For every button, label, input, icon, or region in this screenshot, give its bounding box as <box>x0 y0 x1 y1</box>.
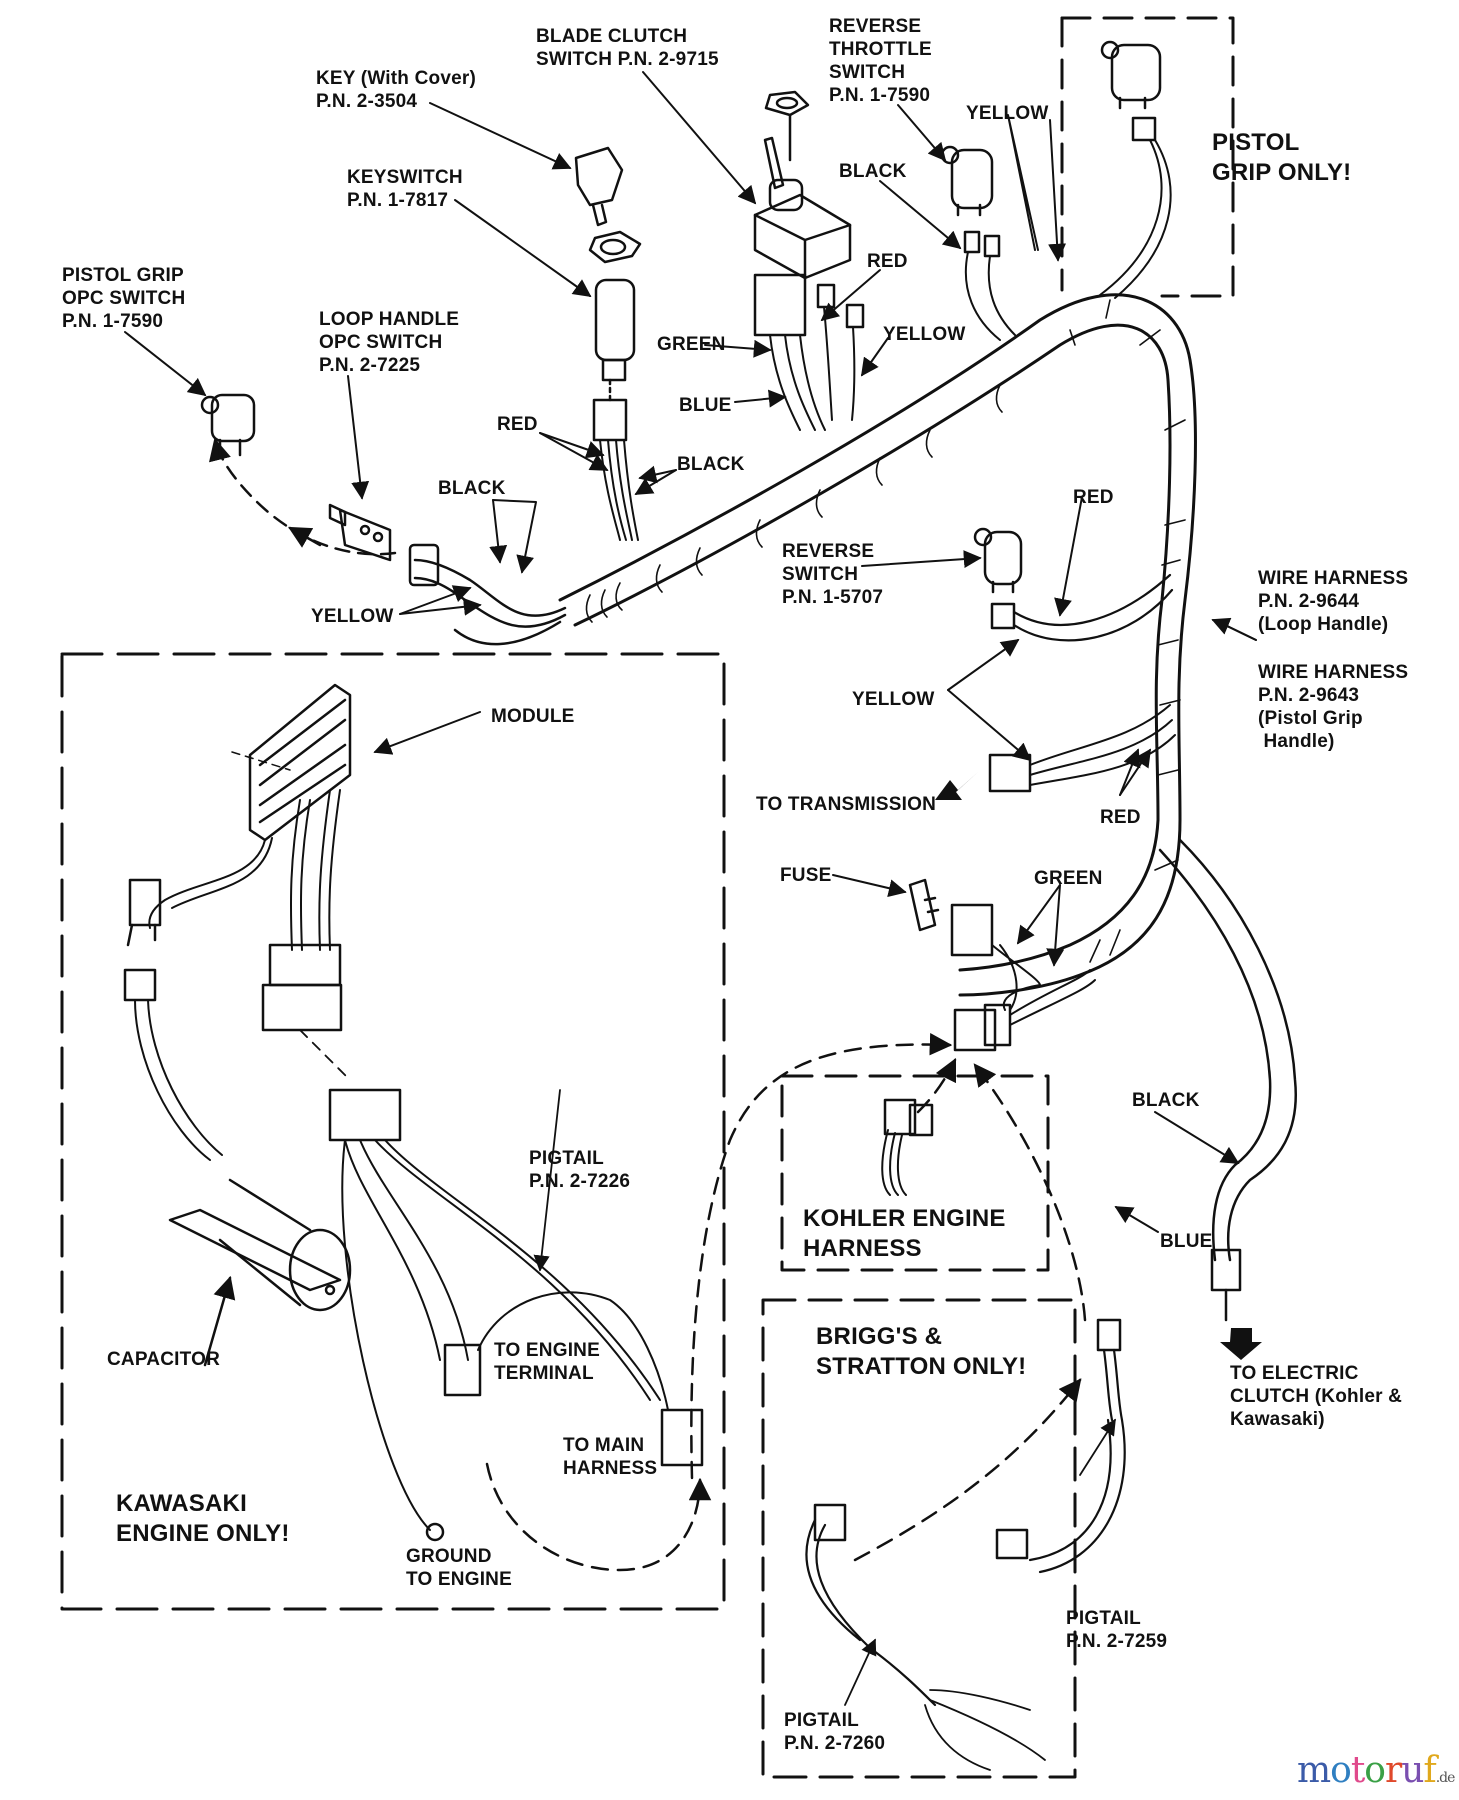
pistol-grip-opc-switch <box>200 393 256 457</box>
yellow-wire-terminal <box>845 303 865 329</box>
watermark-letter: t <box>1350 1750 1366 1791</box>
wire-label-yellow-mid: YELLOW <box>883 324 966 345</box>
wire-label-yellow-left: YELLOW <box>311 606 394 627</box>
wire-label-black-key: BLACK <box>677 454 745 475</box>
callout-leaders <box>124 71 1257 1233</box>
watermark-letter: o <box>1330 1750 1352 1791</box>
kawasaki-box <box>60 652 726 1611</box>
wire-label-red-reverse: RED <box>1073 487 1114 508</box>
blade-clutch-connector <box>753 273 826 431</box>
wire-label-blue-top: BLUE <box>679 395 732 416</box>
loop-handle-connector <box>408 543 440 587</box>
watermark-letter: m <box>1297 1750 1331 1791</box>
watermark-letter: r <box>1384 1750 1402 1791</box>
label-capacitor: CAPACITOR <box>107 1349 220 1370</box>
wire-label-red-transmission: RED <box>1100 807 1141 828</box>
blade-clutch-switch <box>753 90 852 280</box>
fuse-holder <box>950 903 994 957</box>
wire-label-green-top: GREEN <box>657 334 726 355</box>
arrow-left-icon <box>935 772 978 800</box>
wire-label-black-clutch: BLACK <box>1132 1090 1200 1111</box>
label-module: MODULE <box>491 706 575 727</box>
capacitor-plug <box>123 968 157 1002</box>
watermark-letter: o <box>1364 1750 1386 1791</box>
wire-label-yellow-top: YELLOW <box>966 103 1049 124</box>
wire-label-blue-clutch: BLUE <box>1160 1231 1213 1252</box>
to-main-harness-connector <box>660 1408 704 1467</box>
wire-label-green-fuse: GREEN <box>1034 868 1103 889</box>
keyswitch-nut <box>588 230 642 264</box>
watermark-logo: motoruf.de <box>1297 1750 1456 1791</box>
wire-label-red-top: RED <box>867 251 908 272</box>
key <box>574 146 624 227</box>
to-engine-terminal-connector <box>443 1343 482 1397</box>
pigtail-7259-bottom-connector <box>995 1528 1029 1560</box>
pigtail-7259-top-connector <box>1096 1318 1122 1352</box>
pigtail-7226-connector <box>328 1088 402 1142</box>
main-harness <box>558 293 1197 997</box>
reverse-throttle-switch <box>940 145 994 217</box>
label-to-transmission: TO TRANSMISSION <box>756 794 936 815</box>
main-engine-connector <box>953 1003 1012 1052</box>
module <box>231 683 352 842</box>
keyswitch-connector <box>592 398 628 442</box>
briggs-box <box>761 1298 1077 1779</box>
loop-handle-opc-switch <box>328 503 392 562</box>
arrow-down-icon <box>1220 1328 1262 1360</box>
watermark-letter: u <box>1401 1750 1424 1791</box>
clutch-connector <box>1210 1248 1242 1292</box>
label-fuse: FUSE <box>780 865 832 886</box>
red-wire-terminal <box>816 283 836 309</box>
wire-label-yellow-reverse: YELLOW <box>852 689 935 710</box>
watermark-letter: f <box>1423 1750 1436 1791</box>
watermark-suffix: .de <box>1435 1770 1456 1786</box>
capacitor <box>168 1178 352 1312</box>
module-connector-upper <box>268 943 342 987</box>
ground-terminal <box>425 1522 445 1542</box>
label-key: KEY (With Cover)P.N. 2-3504 <box>316 68 476 112</box>
wire-label-black-top: BLACK <box>839 161 907 182</box>
reverse-switch <box>973 527 1023 594</box>
kohler-connector <box>883 1098 934 1137</box>
wire-label-red-key: RED <box>497 414 538 435</box>
fuse <box>908 878 940 932</box>
module-connector-lower <box>261 983 343 1032</box>
keyswitch-body <box>594 278 636 382</box>
module-plug <box>126 878 162 947</box>
kohler-box <box>780 1074 1050 1272</box>
transmission-connector <box>988 753 1032 793</box>
label-briggs-stratton-only: BRIGG'S &STRATTON ONLY! <box>816 1323 1027 1380</box>
wire-label-black-left: BLACK <box>438 478 506 499</box>
pistol-grip-only-box <box>1060 16 1235 298</box>
pistol-grip-only-switch <box>1100 40 1162 110</box>
